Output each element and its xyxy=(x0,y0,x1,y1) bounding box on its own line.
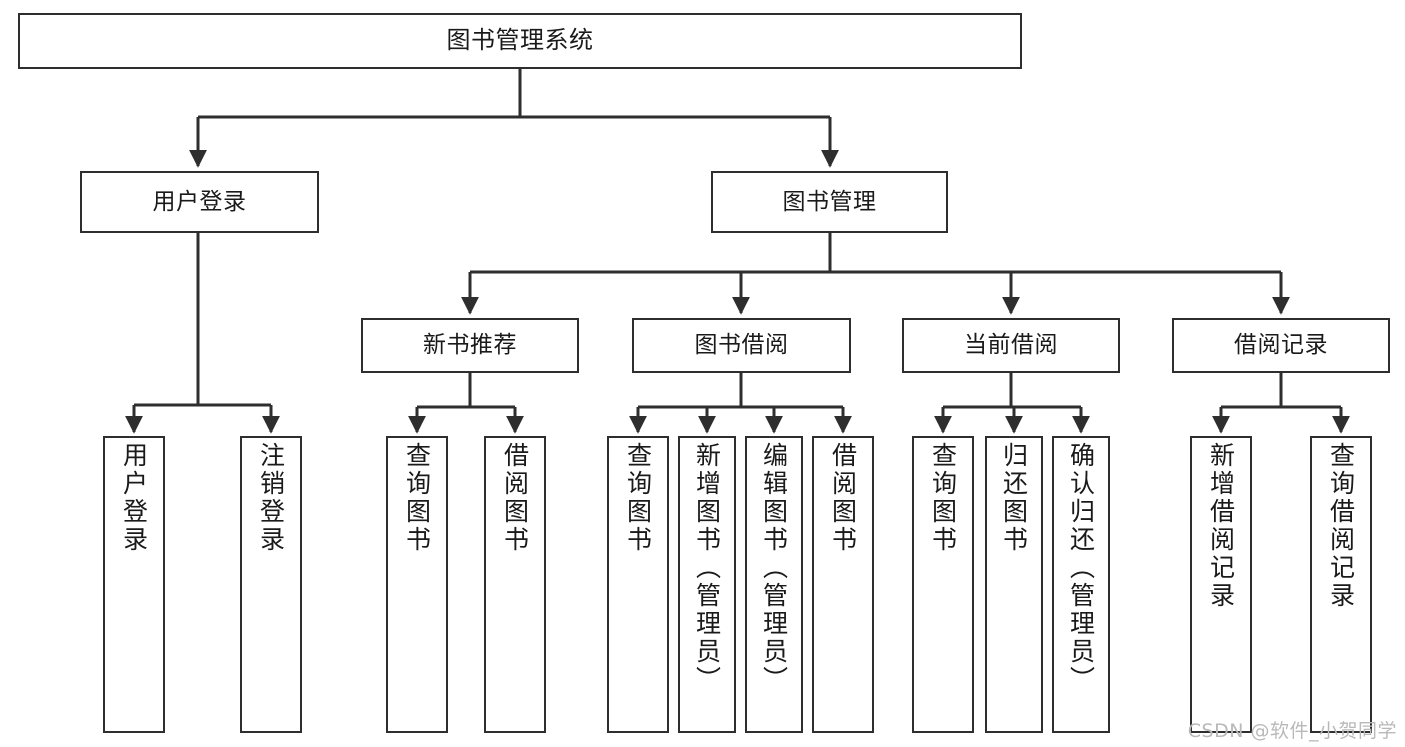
node-leaf-query-book-3[interactable]: 查询图书 xyxy=(912,436,974,733)
node-leaf-query-book-1[interactable]: 查询图书 xyxy=(386,436,448,733)
node-leaf-borrow-book-2-label: 借阅图书 xyxy=(828,442,858,554)
node-leaf-user-login[interactable]: 用户登录 xyxy=(103,436,165,733)
node-leaf-user-logout[interactable]: 注销登录 xyxy=(240,436,302,733)
node-leaf-user-login-label: 用户登录 xyxy=(119,442,149,554)
node-leaf-borrow-book-1[interactable]: 借阅图书 xyxy=(484,436,546,733)
node-book-manage-label: 图书管理 xyxy=(782,188,877,215)
node-book-manage[interactable]: 图书管理 xyxy=(711,171,948,233)
node-new-book-rec-label: 新书推荐 xyxy=(423,332,517,359)
watermark: CSDN @软件_小贺同学 xyxy=(1187,720,1397,742)
node-leaf-edit-book[interactable]: 编辑图书（管理员） xyxy=(745,436,803,733)
node-root-label: 图书管理系统 xyxy=(446,26,594,55)
node-leaf-query-book-2-label: 查询图书 xyxy=(623,442,653,554)
node-leaf-add-record[interactable]: 新增借阅记录 xyxy=(1190,436,1252,733)
node-current-borrow[interactable]: 当前借阅 xyxy=(902,318,1120,373)
node-leaf-query-record-label: 查询借阅记录 xyxy=(1326,442,1356,610)
node-leaf-confirm-return[interactable]: 确认归还（管理员） xyxy=(1052,436,1110,733)
node-leaf-query-book-2[interactable]: 查询图书 xyxy=(607,436,669,733)
node-user-login-label: 用户登录 xyxy=(152,188,247,215)
node-leaf-borrow-book-2[interactable]: 借阅图书 xyxy=(812,436,874,733)
node-leaf-return-book[interactable]: 归还图书 xyxy=(985,436,1043,733)
node-book-borrow-label: 图书借阅 xyxy=(694,332,789,359)
node-leaf-edit-book-label: 编辑图书（管理员） xyxy=(759,442,789,694)
node-user-login[interactable]: 用户登录 xyxy=(80,171,319,233)
node-leaf-query-record[interactable]: 查询借阅记录 xyxy=(1310,436,1372,733)
node-leaf-query-book-1-label: 查询图书 xyxy=(402,442,432,554)
node-new-book-rec[interactable]: 新书推荐 xyxy=(361,318,579,373)
node-root[interactable]: 图书管理系统 xyxy=(18,13,1022,69)
node-current-borrow-label: 当前借阅 xyxy=(964,332,1058,359)
node-leaf-add-book[interactable]: 新增图书（管理员） xyxy=(678,436,736,733)
node-leaf-add-book-label: 新增图书（管理员） xyxy=(692,442,722,694)
node-leaf-query-book-3-label: 查询图书 xyxy=(928,442,958,554)
node-borrow-record[interactable]: 借阅记录 xyxy=(1172,318,1390,373)
node-leaf-borrow-book-1-label: 借阅图书 xyxy=(500,442,530,554)
node-leaf-return-book-label: 归还图书 xyxy=(999,442,1029,554)
node-leaf-add-record-label: 新增借阅记录 xyxy=(1206,442,1236,610)
node-book-borrow[interactable]: 图书借阅 xyxy=(632,318,851,373)
node-borrow-record-label: 借阅记录 xyxy=(1234,332,1328,359)
node-leaf-confirm-return-label: 确认归还（管理员） xyxy=(1066,442,1096,694)
node-leaf-user-logout-label: 注销登录 xyxy=(256,442,286,554)
